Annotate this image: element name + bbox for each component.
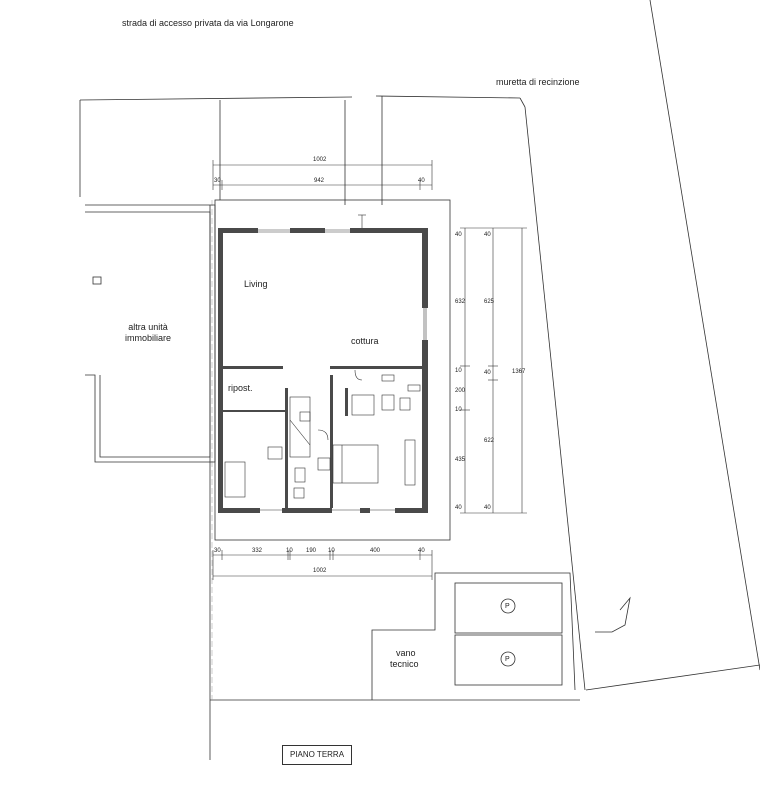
- site-boundary: [79, 0, 760, 760]
- room-living-label: Living: [244, 279, 268, 289]
- service-area: [371, 572, 631, 700]
- dim-right-col1-6: 40: [455, 505, 462, 511]
- dim-top-right: 40: [418, 178, 425, 184]
- dim-top-total: 1002: [313, 157, 327, 163]
- parking-label-2: P: [505, 656, 510, 663]
- dim-right-col2-4: 40: [484, 505, 491, 511]
- other-unit-label-1: altra unità: [128, 322, 168, 332]
- access-road-label: strada di accesso privata da via Longaro…: [122, 18, 294, 28]
- dim-right-col1-5: 435: [455, 457, 466, 463]
- dim-right-col2-0: 40: [484, 232, 491, 238]
- top-dimensions: [212, 160, 433, 190]
- room-cottura-label: cottura: [351, 336, 379, 346]
- dim-right-col1-3: 200: [455, 388, 466, 394]
- dim-top-mid: 942: [314, 178, 325, 184]
- dim-bottom-0: 30: [214, 548, 221, 554]
- other-unit-label-2: immobiliare: [124, 333, 171, 343]
- dim-right-col2-2: 40: [484, 370, 491, 376]
- dim-right-col1-4: 10: [455, 407, 462, 413]
- dim-top-left: 30: [214, 178, 221, 184]
- dim-right-total: 1367: [512, 369, 526, 375]
- dim-right-col2-1: 625: [484, 299, 495, 305]
- floor-title: PIANO TERRA: [282, 745, 352, 765]
- dim-bottom-5: 400: [370, 548, 381, 554]
- dim-bottom-6: 40: [418, 548, 425, 554]
- dim-right-col1-0: 40: [455, 232, 462, 238]
- right-dimensions: [460, 227, 527, 514]
- dim-right-col2-3: 622: [484, 438, 495, 444]
- room-ripost-label: ripost.: [228, 383, 253, 393]
- dim-bottom-3: 190: [306, 548, 317, 554]
- dim-right-col1-2: 10: [455, 368, 462, 374]
- fence-wall-label: muretta di recinzione: [496, 77, 580, 87]
- dim-bottom-4: 10: [328, 548, 335, 554]
- vano-label-2: tecnico: [390, 659, 419, 669]
- parking-label-1: P: [505, 603, 510, 610]
- house-walls: [218, 228, 428, 513]
- dim-right-col1-1: 632: [455, 299, 466, 305]
- fixtures: [224, 369, 421, 499]
- vano-label-1: vano: [396, 648, 416, 658]
- dim-bottom-1: 332: [252, 548, 263, 554]
- terrace-outline: [214, 199, 451, 541]
- neighbour-unit: [85, 204, 216, 463]
- windows: [258, 214, 427, 511]
- bottom-dimensions: [212, 550, 433, 580]
- dim-bottom-total: 1002: [313, 568, 327, 574]
- dim-bottom-2: 10: [286, 548, 293, 554]
